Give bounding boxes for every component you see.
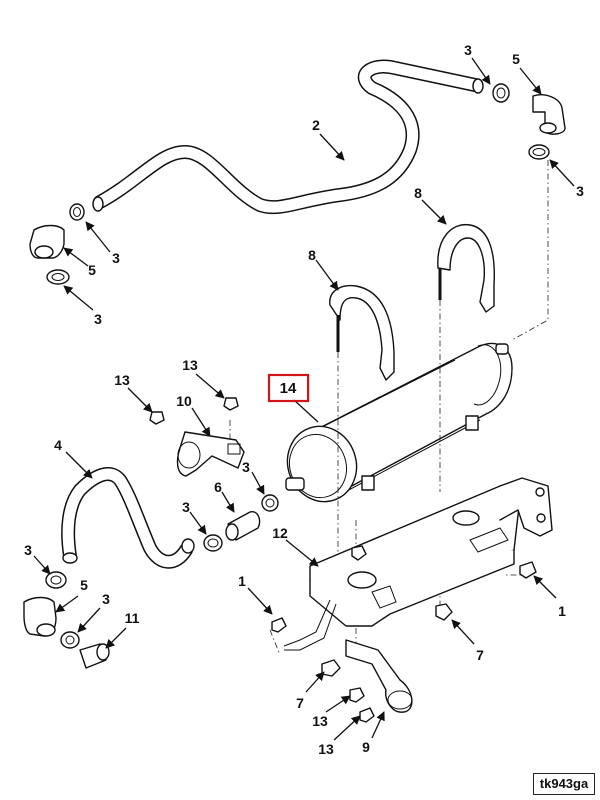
callout-13: 13: [318, 741, 334, 757]
callout-3: 3: [94, 311, 102, 327]
callout-3: 3: [182, 499, 190, 515]
callout-4: 4: [54, 437, 62, 453]
leader-arrows: [33, 57, 575, 741]
tube-2: [92, 59, 484, 215]
callout-5: 5: [80, 577, 88, 593]
bracket-12: [283, 477, 553, 651]
clamp-lower-left: [45, 571, 67, 589]
callout-8: 8: [308, 247, 316, 263]
clamp-center-left: [203, 534, 223, 552]
callout-5: 5: [88, 262, 96, 278]
bolt-1-right: [519, 561, 537, 579]
callout-13: 13: [114, 372, 130, 388]
callout-3: 3: [242, 459, 250, 475]
clamp-lower: [60, 631, 80, 649]
callout-13: 13: [182, 357, 198, 373]
callout-3: 3: [24, 542, 32, 558]
callout-8: 8: [414, 185, 422, 201]
nut-7-right: [435, 603, 453, 621]
callout-labels: 3 5 2 3 8 3 5 3 8 14 13 13 10 4 6 3 3 12…: [24, 42, 584, 757]
callout-7: 7: [296, 695, 304, 711]
bolt-13-a: [149, 411, 165, 425]
tank-14: [285, 342, 513, 503]
clamp-center-right: [261, 494, 279, 512]
tube-4: [61, 467, 195, 569]
callout-3: 3: [112, 250, 120, 266]
nut-center: [351, 545, 367, 561]
callout-2: 2: [312, 117, 320, 133]
callout-7: 7: [476, 647, 484, 663]
bracket-9: [345, 639, 413, 713]
strap-8-right: [437, 223, 495, 313]
callout-1: 1: [238, 573, 246, 589]
callout-3: 3: [102, 591, 110, 607]
figure-code: tk943ga: [533, 773, 595, 795]
callout-6: 6: [214, 479, 222, 495]
bracket-10: [176, 431, 245, 477]
clamp-top-right: [492, 83, 510, 103]
highlight-box-14: [267, 373, 310, 403]
callout-10: 10: [176, 393, 192, 409]
callout-11: 11: [125, 610, 140, 626]
callout-12: 12: [272, 525, 288, 541]
elbow-5-left: [29, 224, 65, 259]
strap-8-left: [329, 284, 395, 381]
elbow-5-lower: [23, 596, 57, 637]
bolt-13-b: [223, 397, 239, 411]
bolt-13-d: [359, 707, 375, 723]
callout-3: 3: [576, 183, 584, 199]
callout-14: 14: [280, 380, 297, 397]
sleeve-6: [225, 511, 261, 541]
callout-5: 5: [512, 51, 520, 67]
bolt-1-left: [271, 617, 287, 633]
bolt-13-c: [349, 687, 365, 703]
callout-3: 3: [464, 42, 472, 58]
callout-9: 9: [362, 739, 370, 755]
callout-13: 13: [312, 713, 328, 729]
callout-1: 1: [558, 603, 566, 619]
clamp-right-lower: [528, 144, 550, 160]
fitting-11: [79, 643, 110, 669]
clamp-left-upper: [69, 203, 85, 221]
nut-7-left: [321, 659, 341, 677]
clamp-left-lower: [46, 269, 70, 285]
elbow-5-top-right: [532, 94, 566, 135]
